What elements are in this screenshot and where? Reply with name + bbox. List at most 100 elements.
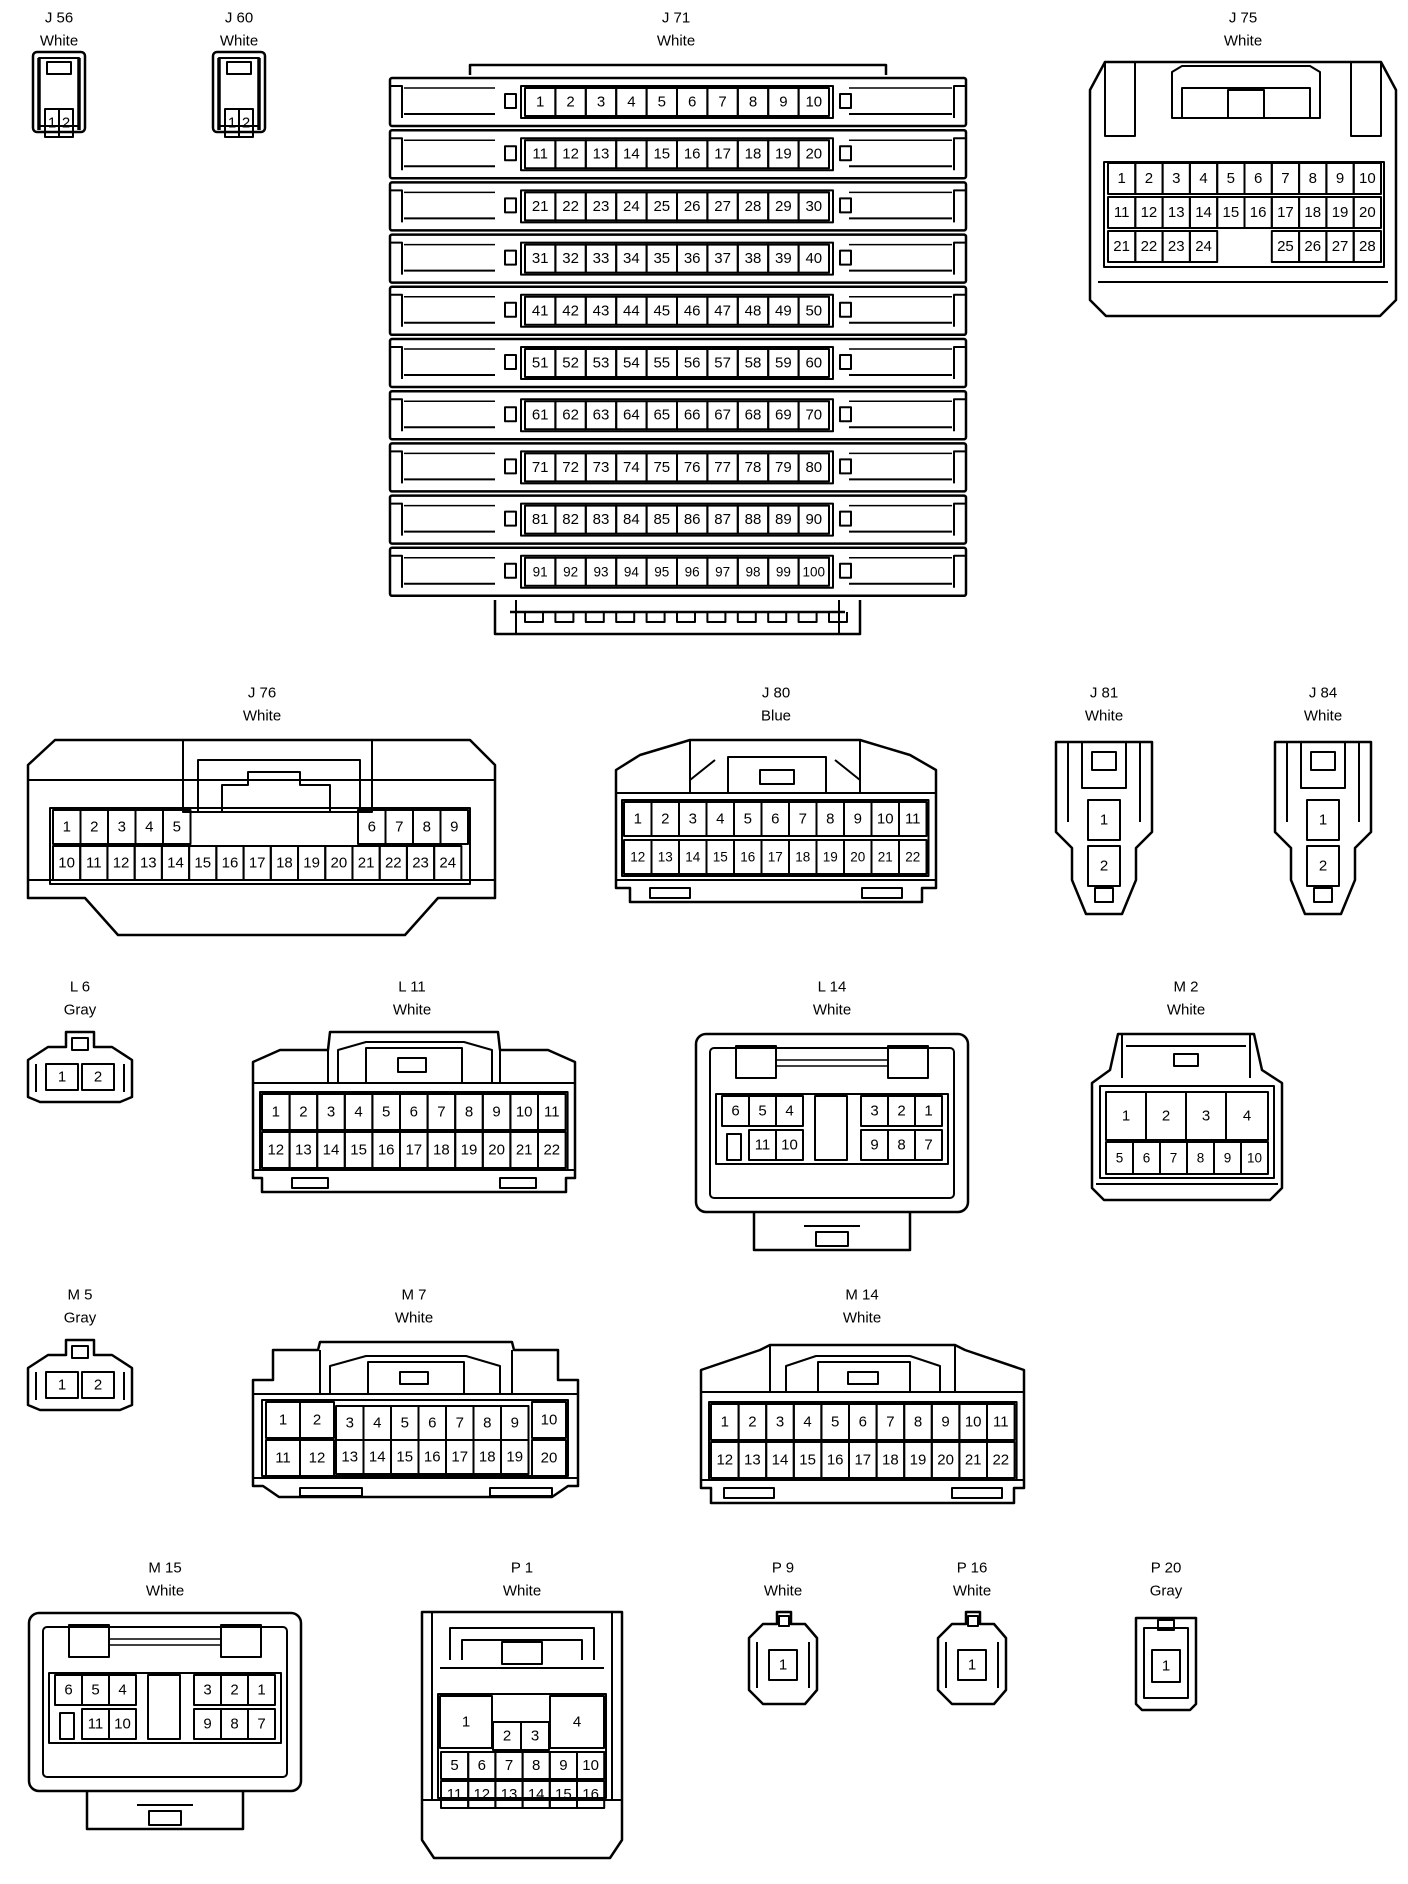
pin-number: 60: [805, 355, 822, 372]
pin-number: 5: [758, 1103, 766, 1120]
pin-number: 48: [745, 302, 762, 319]
pin-number: 18: [479, 1449, 496, 1466]
connector-color: White: [395, 1310, 433, 1327]
pin-number: 1: [58, 1377, 66, 1394]
pin-number: 18: [745, 146, 762, 163]
pin-number: 7: [1170, 1151, 1178, 1166]
pin-number: 37: [714, 250, 731, 267]
pin-number: 3: [203, 1682, 211, 1699]
pin-number: 14: [323, 1142, 340, 1159]
pin-number: 82: [562, 511, 579, 528]
pin-number: 21: [878, 850, 893, 865]
pin-number: 1: [1117, 170, 1125, 187]
pin-number: 2: [661, 811, 669, 828]
pin-number: 27: [714, 198, 731, 215]
pin-number: 22: [905, 850, 920, 865]
pin-number: 55: [653, 355, 670, 372]
pin-number: 5: [831, 1414, 839, 1431]
pin-number: 1: [634, 811, 642, 828]
pin-number: 17: [405, 1142, 422, 1159]
pin-number: 19: [775, 146, 792, 163]
pin-number: 13: [658, 850, 673, 865]
connector-id: P 1: [511, 1560, 533, 1577]
pin-number: 18: [433, 1142, 450, 1159]
pin-number: 15: [799, 1452, 816, 1469]
pin-number: 99: [776, 564, 791, 579]
pin-number: 20: [488, 1142, 505, 1159]
pin-number: 21: [1113, 238, 1130, 255]
pin-number: 29: [775, 198, 792, 215]
pin-number: 98: [745, 564, 760, 579]
pin-number: 45: [653, 302, 670, 319]
pin-number: 9: [450, 819, 458, 836]
pin-number: 22: [992, 1452, 1009, 1469]
pin-number: 20: [541, 1450, 558, 1467]
pin-number: 20: [805, 146, 822, 163]
pin-number: 7: [257, 1716, 265, 1733]
pin-number: 68: [745, 407, 762, 424]
pin-number: 23: [412, 855, 429, 872]
pin-number: 15: [350, 1142, 367, 1159]
connector-id: J 81: [1090, 685, 1118, 702]
pin-number: 24: [439, 855, 456, 872]
pin-number: 16: [740, 850, 755, 865]
pin-number: 53: [593, 355, 610, 372]
pin-number: 8: [465, 1104, 473, 1121]
pin-number: 78: [745, 459, 762, 476]
pin-number: 50: [805, 302, 822, 319]
pin-number: 16: [1250, 204, 1267, 221]
pin-number: 94: [624, 564, 640, 579]
pin-number: 16: [378, 1142, 395, 1159]
pin-number: 22: [562, 198, 579, 215]
pin-number: 2: [1319, 858, 1327, 875]
pin-number: 12: [113, 855, 130, 872]
connector-id: J 76: [248, 685, 276, 702]
connector-id: M 5: [67, 1287, 92, 1304]
pin-number: 62: [562, 407, 579, 424]
pin-number: 22: [1141, 238, 1158, 255]
pin-number: 11: [86, 855, 102, 872]
pin-number: 10: [1247, 1151, 1262, 1166]
pin-number: 15: [653, 146, 670, 163]
pin-number: 13: [501, 1786, 518, 1803]
pin-number: 17: [768, 850, 783, 865]
pin-number: 5: [450, 1757, 458, 1774]
pin-number: 4: [1199, 170, 1207, 187]
pin-number: 1: [536, 94, 544, 111]
pin-number: 4: [785, 1103, 793, 1120]
pin-number: 8: [230, 1716, 238, 1733]
connector-color: White: [1304, 708, 1342, 725]
pin-number: 12: [309, 1450, 326, 1467]
pin-number: 10: [877, 811, 894, 828]
pin-number: 17: [714, 146, 731, 163]
pin-number: 90: [805, 511, 822, 528]
pin-number: 1: [779, 1657, 787, 1674]
pin-number: 1: [272, 1104, 280, 1121]
pin-number: 17: [1277, 204, 1294, 221]
pin-number: 16: [222, 855, 239, 872]
pin-number: 6: [1143, 1151, 1151, 1166]
pin-number: 4: [1243, 1108, 1251, 1125]
pin-number: 15: [555, 1786, 572, 1803]
pin-number: 5: [744, 811, 752, 828]
pin-number: 19: [461, 1142, 478, 1159]
pin-number: 7: [718, 94, 726, 111]
pin-number: 21: [516, 1142, 533, 1159]
pin-number: 65: [653, 407, 670, 424]
pin-number: 1: [1122, 1108, 1130, 1125]
pin-number: 21: [358, 855, 375, 872]
pin-number: 3: [327, 1104, 335, 1121]
pin-number: 2: [90, 819, 98, 836]
connector-color: White: [393, 1002, 431, 1019]
pin-number: 4: [373, 1415, 381, 1432]
connector-id: P 9: [772, 1560, 794, 1577]
pin-number: 15: [396, 1449, 413, 1466]
pin-number: 84: [623, 511, 640, 528]
pin-number: 16: [424, 1449, 441, 1466]
